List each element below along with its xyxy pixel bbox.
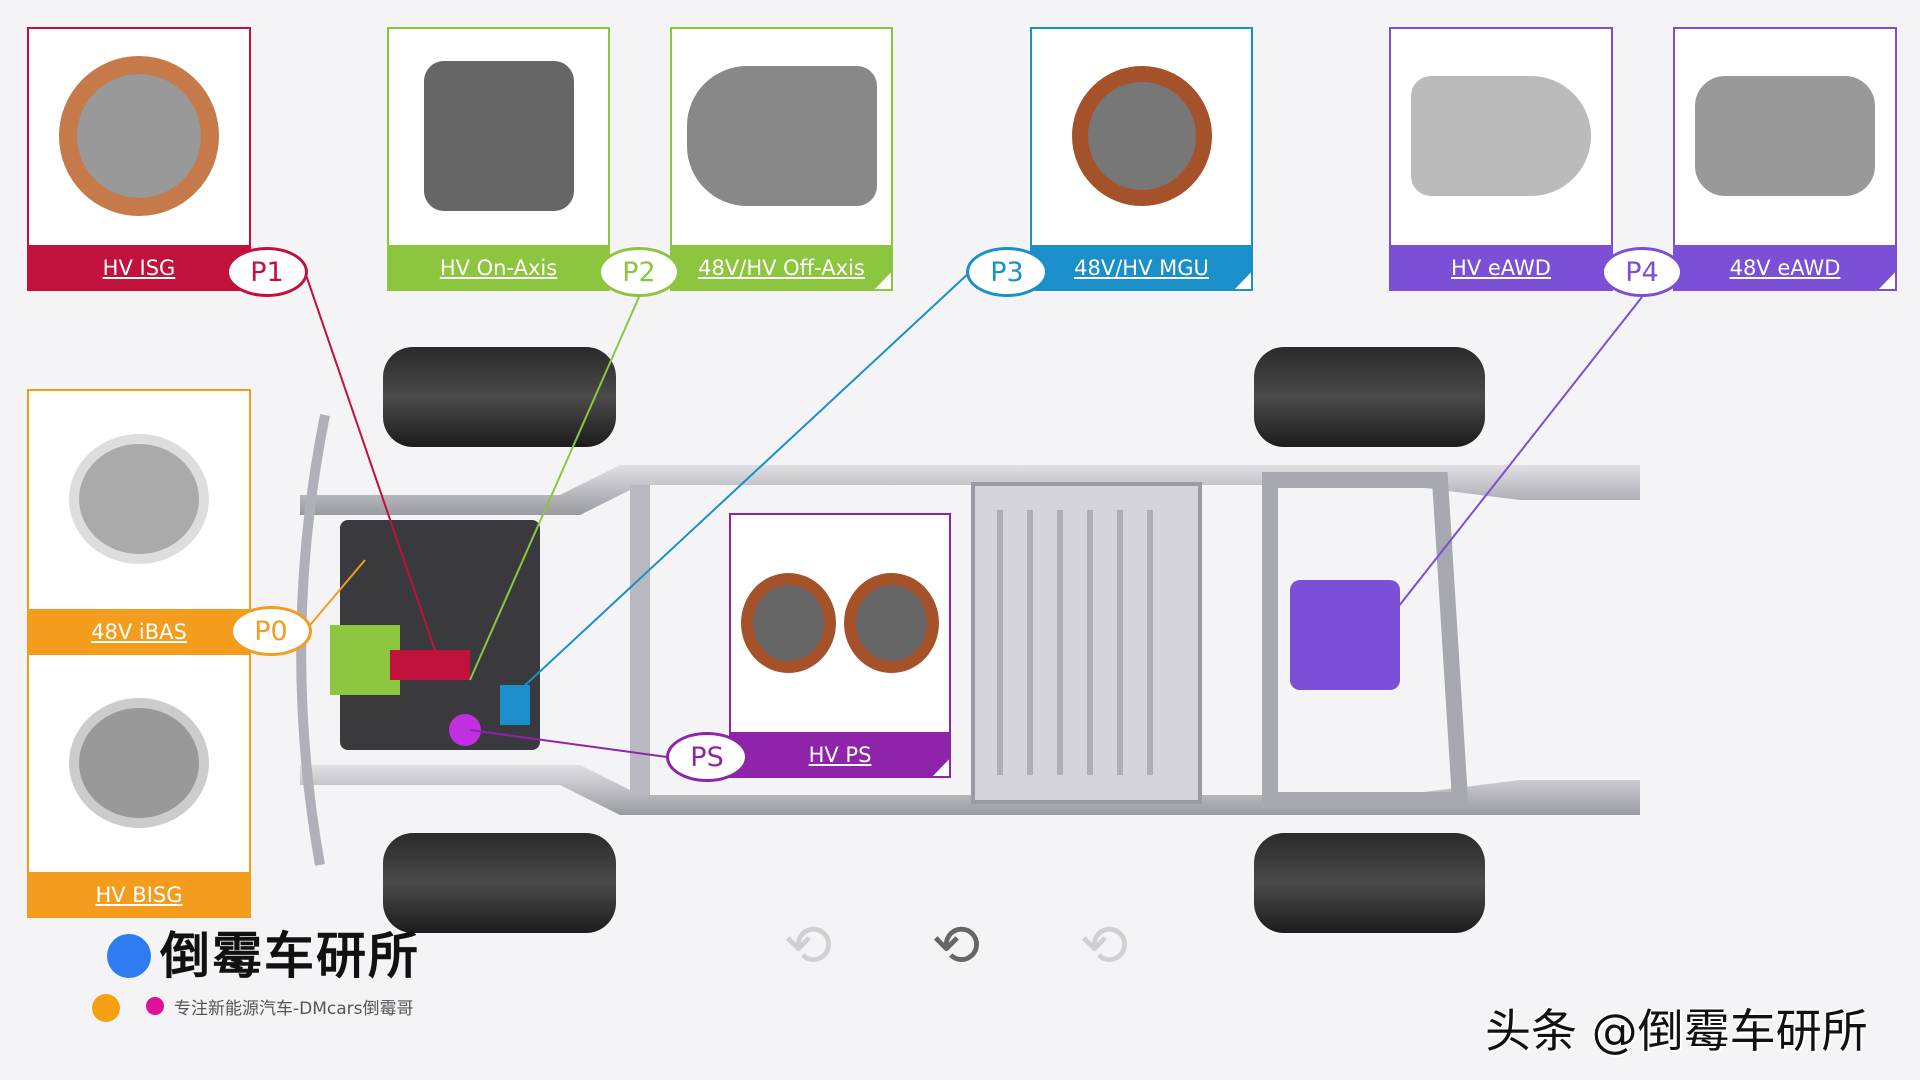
card-label: HV PS xyxy=(729,732,951,778)
logo-dot-orange xyxy=(92,994,120,1022)
blue-module xyxy=(500,685,530,725)
leader-lines xyxy=(304,271,1643,758)
position-p3[interactable]: P3 xyxy=(966,247,1048,297)
front-right-wheel xyxy=(383,833,616,933)
crossmember xyxy=(630,485,650,795)
watermark-title: 倒霉车研所 xyxy=(160,927,420,985)
card-label: HV eAWD xyxy=(1389,245,1613,291)
motor-generator-icon xyxy=(1032,29,1251,243)
card-label: HV ISG xyxy=(27,245,251,291)
car-ev-mode-icon[interactable]: ⟲ xyxy=(783,911,833,979)
logo-dot-pink xyxy=(146,997,164,1015)
ring-motor-icon xyxy=(29,29,249,243)
watermark-subtitle: 专注新能源汽车-DMcars倒霉哥 xyxy=(174,999,414,1019)
card-label: HV On-Axis xyxy=(387,245,610,291)
card-hv-isg[interactable]: HV ISG xyxy=(27,27,251,291)
card-hv-bisg[interactable]: HV BISG xyxy=(27,655,251,918)
card-48v-eawd[interactable]: 48V eAWD xyxy=(1673,27,1897,291)
rear-eawd-unit xyxy=(1290,580,1400,690)
card-label: HV BISG xyxy=(27,872,251,918)
car-hybrid-mode-icon[interactable]: ⟲ xyxy=(931,911,981,979)
car-charge-mode-icon[interactable]: ⟲ xyxy=(1079,911,1129,979)
position-p1[interactable]: P1 xyxy=(226,247,308,297)
logo-dot-blue xyxy=(107,934,151,978)
position-p4[interactable]: P4 xyxy=(1601,247,1683,297)
source-credit: 头条 @倒霉车研所 xyxy=(1485,1004,1868,1058)
e-axle-icon xyxy=(1675,29,1895,243)
card-label: 48V iBAS xyxy=(27,609,251,655)
transmission-icon xyxy=(672,29,891,243)
rear-right-wheel xyxy=(1254,833,1485,933)
card-label: 48V eAWD xyxy=(1673,245,1897,291)
position-p2[interactable]: P2 xyxy=(598,247,680,297)
card-hv-on-axis[interactable]: HV On-Axis xyxy=(387,27,610,291)
card-48v-hv-mgu[interactable]: 48V/HV MGU xyxy=(1030,27,1253,291)
card-hv-ps[interactable]: HV PS xyxy=(729,513,951,778)
e-axle-icon xyxy=(1391,29,1611,243)
alternator-icon xyxy=(29,655,249,870)
rear-left-wheel xyxy=(1254,347,1485,447)
card-48v-ibas[interactable]: 48V iBAS xyxy=(27,389,251,655)
wheels xyxy=(383,347,1485,933)
card-label: 48V/HV MGU xyxy=(1030,245,1253,291)
twin-motor-icon xyxy=(731,515,949,730)
battery-pack xyxy=(971,482,1202,804)
card-hv-eawd[interactable]: HV eAWD xyxy=(1389,27,1613,291)
position-p0[interactable]: P0 xyxy=(230,606,312,656)
front-left-wheel xyxy=(383,347,616,447)
alternator-icon xyxy=(29,391,249,607)
rear-subframe xyxy=(1262,472,1469,808)
position-ps[interactable]: PS xyxy=(666,732,748,782)
gearbox-icon xyxy=(389,29,608,243)
ps-module xyxy=(449,714,481,746)
card-label: 48V/HV Off-Axis xyxy=(670,245,893,291)
card-48v-hv-off-axis[interactable]: 48V/HV Off-Axis xyxy=(670,27,893,291)
green-module xyxy=(330,625,400,695)
red-module xyxy=(390,650,470,680)
